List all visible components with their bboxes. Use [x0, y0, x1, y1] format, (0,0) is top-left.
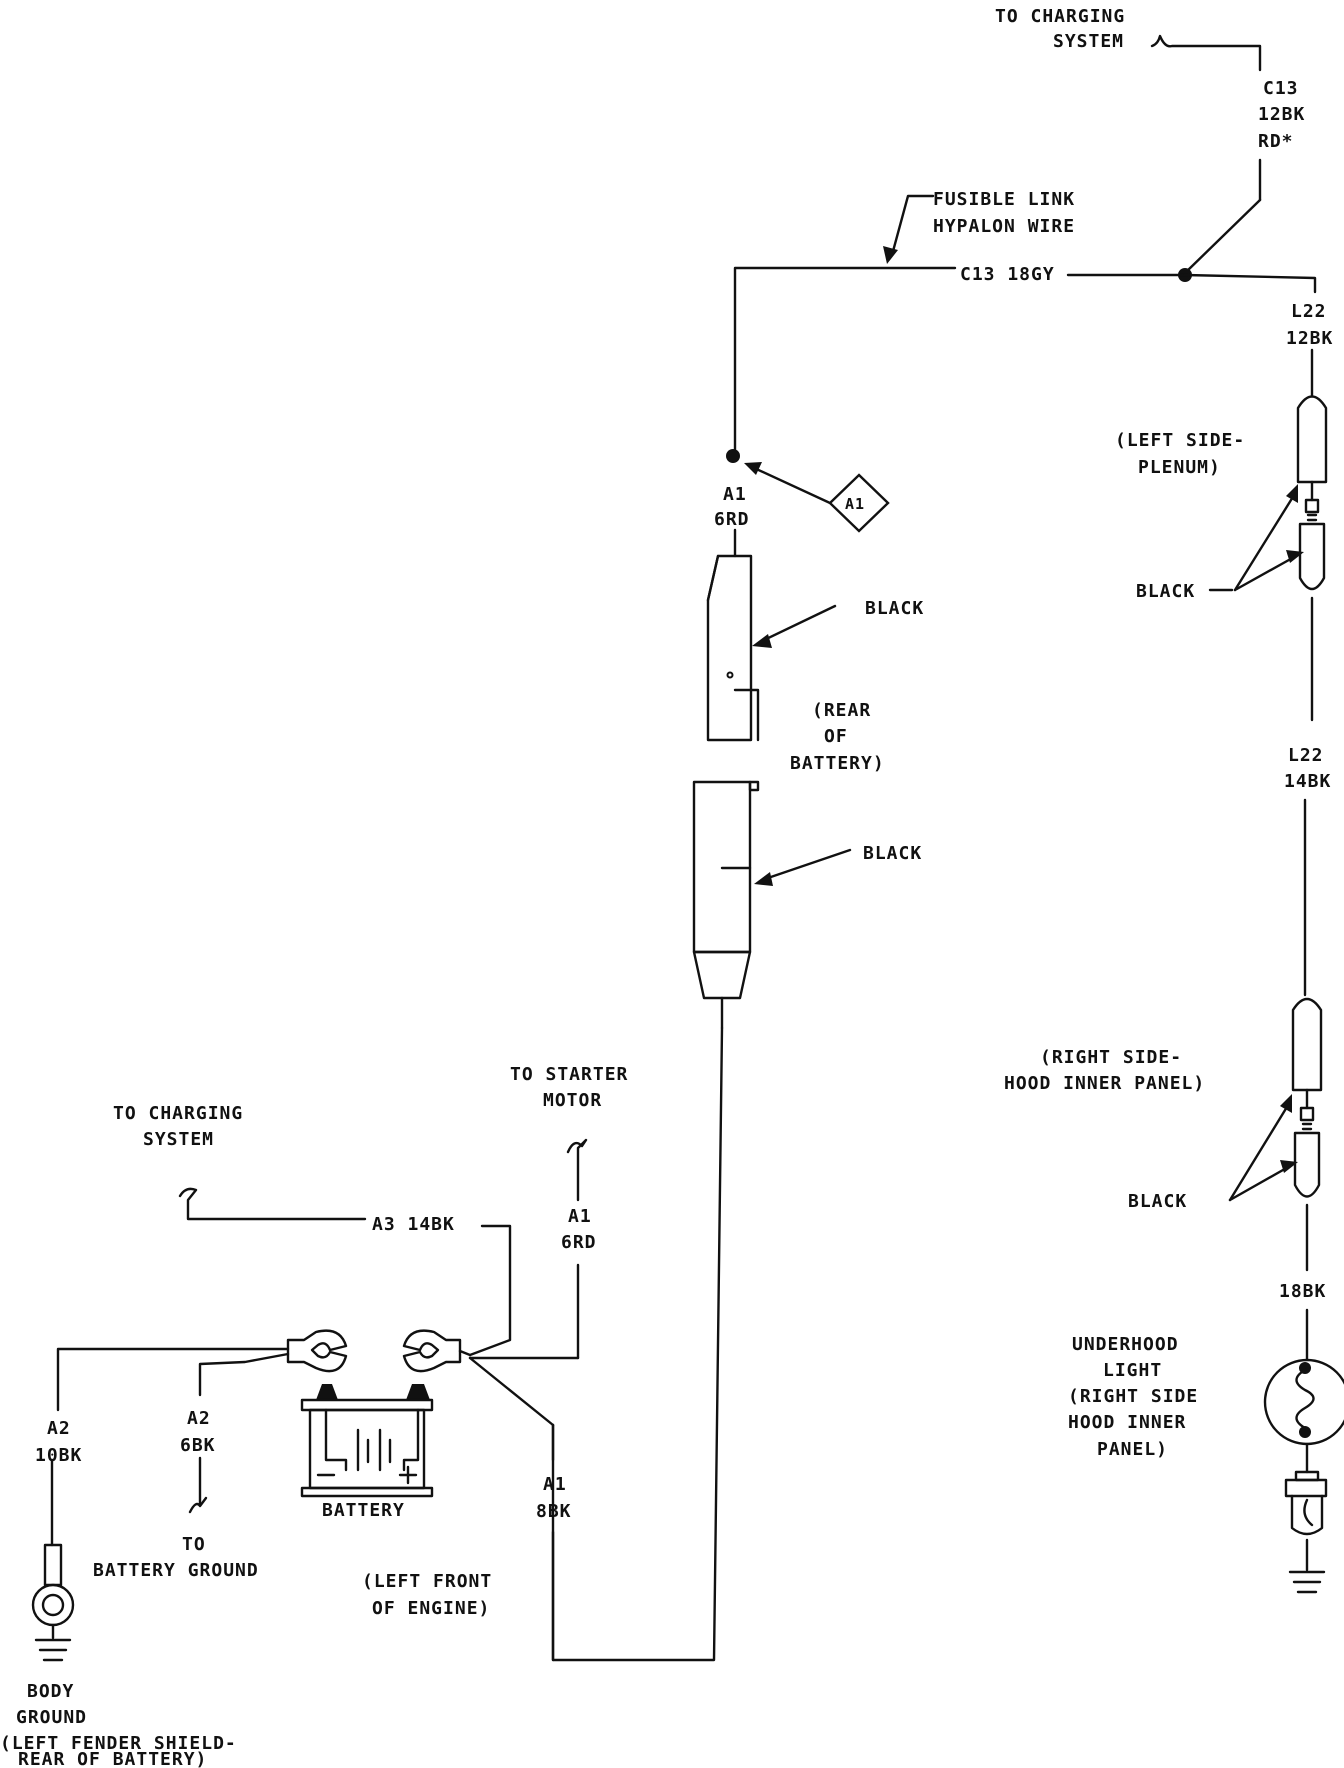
- connector-rear-battery-upper: [706, 528, 837, 742]
- label-c13-top-1: C13: [1263, 78, 1299, 99]
- label-plenum-2: PLENUM): [1138, 457, 1221, 478]
- label-hood-panel-2: HOOD INNER PANEL): [1004, 1073, 1205, 1094]
- wire-starter-a1-6rd: [468, 1138, 588, 1360]
- label-a2-10bk-1: A2: [47, 1418, 71, 1439]
- label-a1-6rd-2: 6RD: [714, 509, 750, 530]
- label-a1-6rd-1: A1: [723, 484, 747, 505]
- fusible-arrow-head: [883, 246, 898, 264]
- label-a2-10bk-2: 10BK: [35, 1445, 82, 1466]
- label-underhood-3: (RIGHT SIDE: [1068, 1386, 1198, 1407]
- diamond-marker: [828, 473, 890, 533]
- label-c13-top-2: 12BK: [1258, 104, 1305, 125]
- label-battery: BATTERY: [322, 1500, 405, 1521]
- label-a1-6rd-b-2: 6RD: [561, 1232, 597, 1253]
- label-fender-2: REAR OF BATTERY): [18, 1749, 207, 1768]
- label-l22-12bk-1: L22: [1291, 301, 1327, 322]
- label-a3-14bk: A3 14BK: [372, 1214, 455, 1235]
- label-black-conn1: BLACK: [865, 598, 924, 619]
- label-hood-panel-1: (RIGHT SIDE-: [1040, 1047, 1182, 1068]
- wire-pos-to-engine: [468, 1356, 555, 1427]
- label-fusible-2: HYPALON WIRE: [933, 216, 1075, 237]
- a1-diamond-reference: [744, 462, 890, 533]
- label-plenum-1: (LEFT SIDE-: [1115, 430, 1245, 451]
- label-fender-1: (LEFT FENDER SHIELD-: [0, 1733, 237, 1754]
- battery-icon: [300, 1384, 434, 1498]
- black-conn1-arrow: [752, 634, 772, 648]
- label-left-charging-1: TO CHARGING: [113, 1103, 243, 1124]
- label-underhood-5: PANEL): [1097, 1439, 1168, 1460]
- hood-panel-connector: [1228, 798, 1323, 1272]
- label-top-charging-2: SYSTEM: [1053, 31, 1124, 52]
- label-black-left-top: BLACK: [1136, 581, 1195, 602]
- label-rear-batt-3: BATTERY): [790, 753, 885, 774]
- label-starter-1: TO STARTER: [510, 1064, 628, 1085]
- label-a1-8bk-2: 8BK: [536, 1501, 572, 1522]
- label-batt-ground-2: BATTERY GROUND: [93, 1560, 259, 1581]
- label-black-conn2: BLACK: [863, 843, 922, 864]
- l22-right-column: [1208, 348, 1328, 722]
- label-a1-6rd-b-1: A1: [568, 1206, 592, 1227]
- connector-rear-battery-lower: [692, 780, 852, 1030]
- ground-icon-body: [34, 1638, 72, 1662]
- wire-a3-14bk: [178, 1187, 512, 1357]
- label-black-right-bottom: BLACK: [1128, 1191, 1187, 1212]
- label-batt-ground-1: TO: [182, 1534, 206, 1555]
- diamond-arrow-head: [744, 462, 762, 475]
- label-18bk: 18BK: [1279, 1281, 1326, 1302]
- label-c13-top-3: RD*: [1258, 131, 1294, 152]
- label-body-ground-2: GROUND: [16, 1707, 87, 1728]
- label-left-charging-2: SYSTEM: [143, 1129, 214, 1150]
- label-underhood-4: HOOD INNER: [1068, 1412, 1186, 1433]
- label-fusible-1: FUSIBLE LINK: [933, 189, 1075, 210]
- wire-a2-ground-leads: [50, 1347, 290, 1547]
- label-a2-6bk-2: 6BK: [180, 1435, 216, 1456]
- top-charging-feed: [1150, 34, 1262, 282]
- label-body-ground-1: BODY: [27, 1681, 74, 1702]
- fusible-link-run: [726, 194, 1317, 463]
- label-c13-18gy: C13 18GY: [960, 264, 1055, 285]
- underhood-lamp-icon: [1263, 1308, 1344, 1572]
- ground-icon-lamp: [1288, 1570, 1326, 1594]
- label-top-charging-1: TO CHARGING: [995, 6, 1125, 27]
- label-underhood-2: LIGHT: [1103, 1360, 1162, 1381]
- battery-positive-clamp: [402, 1329, 472, 1373]
- body-ground-lug-icon: [31, 1543, 75, 1640]
- label-left-front-1: (LEFT FRONT: [362, 1571, 492, 1592]
- label-l22-14bk-2: 14BK: [1284, 771, 1331, 792]
- label-rear-batt-1: (REAR: [812, 700, 871, 721]
- label-a1-diamond: A1: [845, 495, 865, 513]
- black-conn2-arrow: [754, 872, 773, 886]
- battery-negative-clamp: [286, 1329, 348, 1373]
- label-l22-12bk-2: 12BK: [1286, 328, 1333, 349]
- label-a2-6bk-1: A2: [187, 1408, 211, 1429]
- label-l22-14bk-1: L22: [1288, 745, 1324, 766]
- label-underhood-1: UNDERHOOD: [1072, 1334, 1179, 1355]
- label-a1-8bk-1: A1: [543, 1474, 567, 1495]
- label-left-front-2: OF ENGINE): [372, 1598, 490, 1619]
- splice-dot-a1: [726, 449, 740, 463]
- label-starter-2: MOTOR: [543, 1090, 602, 1111]
- label-rear-batt-2: OF: [824, 726, 848, 747]
